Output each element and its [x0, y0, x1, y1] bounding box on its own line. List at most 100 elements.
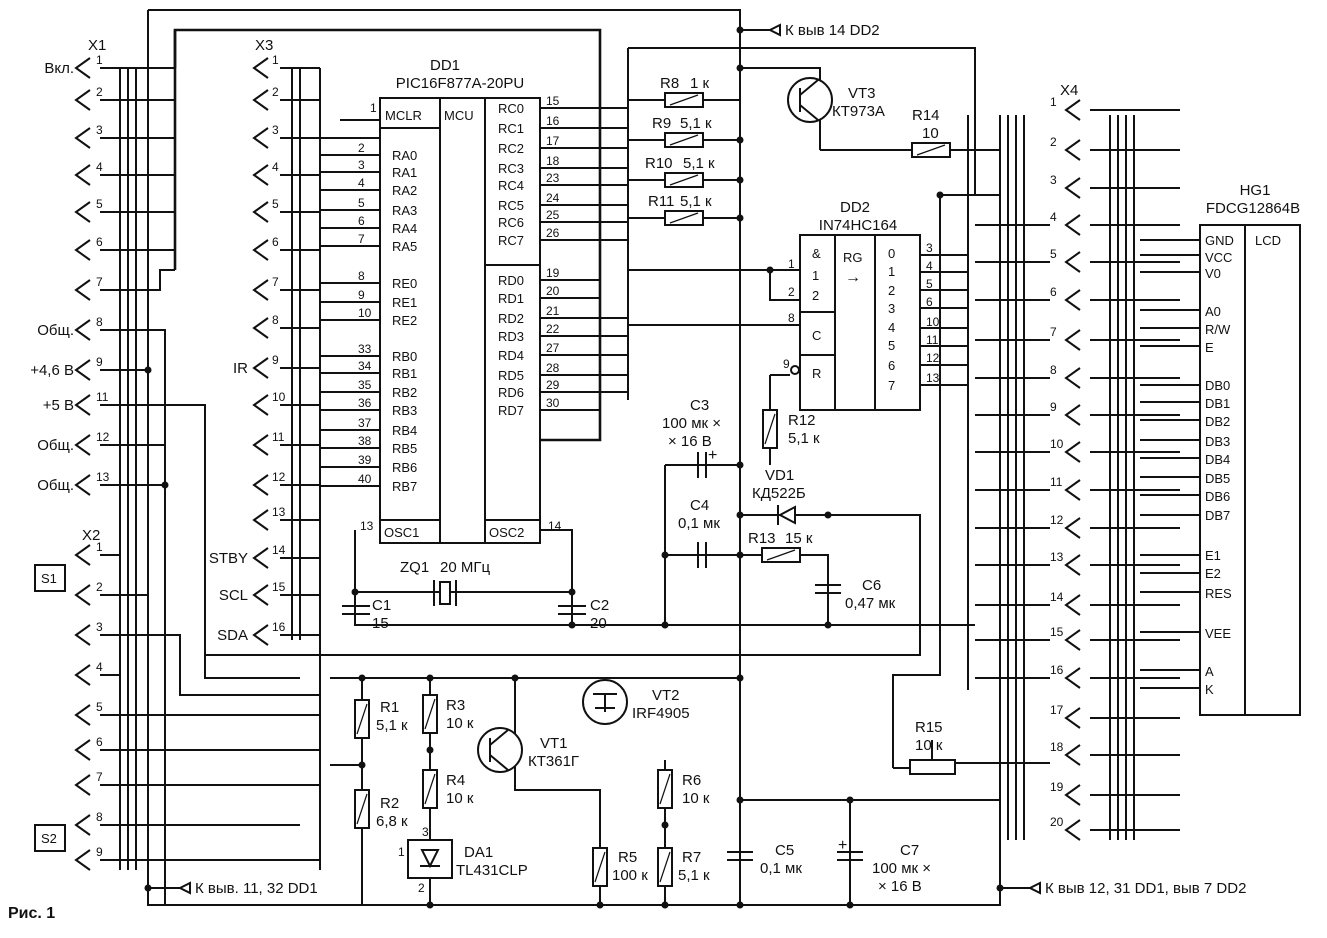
- x1-socket: [74, 279, 91, 301]
- x1-pin-number: 13: [96, 470, 110, 484]
- x1-pin-label: Общ.: [37, 477, 74, 494]
- x3-socket: [252, 434, 269, 456]
- transistor-vt3: VT3 КТ973А: [787, 77, 885, 123]
- x3-pin-number: 4: [272, 160, 279, 174]
- hg1-signal: A: [1205, 664, 1214, 679]
- x3-pin-label: IR: [233, 360, 248, 377]
- svg-text:VT3: VT3: [848, 85, 876, 102]
- x4-socket: [1064, 667, 1081, 689]
- dd2-right-pin: 6: [926, 295, 933, 309]
- dd1-right-signal: RD3: [498, 329, 524, 344]
- svg-text:C5: C5: [775, 842, 794, 859]
- note-bottom-right: К выв 12, 31 DD1, выв 7 DD2: [1045, 880, 1246, 897]
- x1-socket: [74, 359, 91, 381]
- x2-pin-number: 2: [96, 580, 103, 594]
- hg1-signal: E2: [1205, 566, 1221, 581]
- x3-socket: [252, 201, 269, 223]
- dd1-ref: DD1: [430, 57, 460, 74]
- dd1-left-signal: RB2: [392, 385, 417, 400]
- resistor-r1: R1 5,1 к: [354, 699, 408, 739]
- x2-ref: X2: [82, 527, 100, 544]
- x2-pin-number: 1: [96, 540, 103, 554]
- x4-socket: [1064, 784, 1081, 806]
- dd1-right-pin: 23: [546, 171, 560, 185]
- dd1-pin-mclr: 1: [370, 101, 377, 115]
- x3-socket: [252, 279, 269, 301]
- x1-pin-number: 1: [96, 53, 103, 67]
- x2-socket: [74, 739, 91, 761]
- svg-text:R9: R9: [652, 115, 671, 132]
- x1-pin-number: 9: [96, 355, 103, 369]
- dd1-left-pin: 8: [358, 269, 365, 283]
- dd1-right-signal: RD6: [498, 385, 524, 400]
- svg-text:5,1 к: 5,1 к: [788, 430, 820, 447]
- hg1-lcd-label: LCD: [1255, 233, 1281, 248]
- dd1-right-pin: 17: [546, 134, 560, 148]
- dd1-right-pin: 29: [546, 378, 560, 392]
- x2-pin-number: 6: [96, 735, 103, 749]
- svg-text:0,1 мк: 0,1 мк: [760, 860, 802, 877]
- dd1-right-pin: 30: [546, 396, 560, 410]
- svg-text:C6: C6: [862, 577, 881, 594]
- svg-text:6,8 к: 6,8 к: [376, 813, 408, 830]
- hg1-signal: GND: [1205, 233, 1234, 248]
- svg-text:R12: R12: [788, 412, 816, 429]
- svg-text:C3: C3: [690, 397, 709, 414]
- svg-text:20: 20: [590, 615, 607, 632]
- x1-socket: [74, 474, 91, 496]
- svg-text:R6: R6: [682, 772, 701, 789]
- x2-pin-number: 9: [96, 845, 103, 859]
- dd2-right-pin: 10: [926, 315, 940, 329]
- dd2-output-label: 7: [888, 378, 895, 393]
- x3-pin-number: 13: [272, 505, 286, 519]
- svg-text:R11: R11: [648, 193, 674, 210]
- dd2-output-label: 1: [888, 264, 895, 279]
- svg-text:100 мк ×: 100 мк ×: [662, 415, 721, 432]
- x4-pin-number: 3: [1050, 173, 1057, 187]
- x4-pin-number: 9: [1050, 400, 1057, 414]
- svg-text:IRF4905: IRF4905: [632, 705, 690, 722]
- x3-socket: [252, 474, 269, 496]
- dd2-right-pin: 4: [926, 259, 933, 273]
- svg-text:R4: R4: [446, 772, 465, 789]
- svg-text:R1: R1: [380, 699, 399, 716]
- x3-pin-number: 7: [272, 275, 279, 289]
- dd1-left-signal: RA4: [392, 221, 417, 236]
- resistor-r10: R10 5,1 к: [645, 155, 715, 188]
- svg-text:15 к: 15 к: [785, 530, 813, 547]
- dd1-left-pin: 38: [358, 434, 372, 448]
- notes: К выв 14 DD2 К выв. 11, 32 DD1 К выв 12,…: [177, 22, 1246, 897]
- x2-socket: [74, 624, 91, 646]
- dd1-left-pin: 3: [358, 158, 365, 172]
- x3-pin-label: SDA: [217, 627, 248, 644]
- dd1-left-signal: RE2: [392, 313, 417, 328]
- dd1-left-pin: 35: [358, 378, 372, 392]
- x2-socket: [74, 664, 91, 686]
- svg-text:КД522Б: КД522Б: [752, 485, 806, 502]
- svg-text:C2: C2: [590, 597, 609, 614]
- x3-socket: [252, 239, 269, 261]
- svg-text:10 к: 10 к: [446, 790, 474, 807]
- dd2-output-label: 5: [888, 338, 895, 353]
- svg-text:VD1: VD1: [765, 467, 794, 484]
- x4-pin-number: 18: [1050, 740, 1064, 754]
- dd2-pin-8: 8: [788, 311, 795, 325]
- x1-pin-label: Общ.: [37, 437, 74, 454]
- dd2-in2: 2: [812, 288, 819, 303]
- dd1-right-pin: 26: [546, 226, 560, 240]
- x3-socket: [252, 547, 269, 569]
- dd2-output-label: 3: [888, 301, 895, 316]
- x1-pin-label: Общ.: [37, 322, 74, 339]
- x3-pin-number: 15: [272, 580, 286, 594]
- x3-pin-number: 2: [272, 85, 279, 99]
- svg-text:0,47 мк: 0,47 мк: [845, 595, 896, 612]
- svg-text:R13: R13: [748, 530, 776, 547]
- x1-pin-number: 7: [96, 275, 103, 289]
- hg1-signal: A0: [1205, 304, 1221, 319]
- dd1-right-signal: RD5: [498, 368, 524, 383]
- dd1-right-pin: 20: [546, 284, 560, 298]
- x3-pin-number: 12: [272, 470, 286, 484]
- svg-text:+: +: [838, 837, 847, 854]
